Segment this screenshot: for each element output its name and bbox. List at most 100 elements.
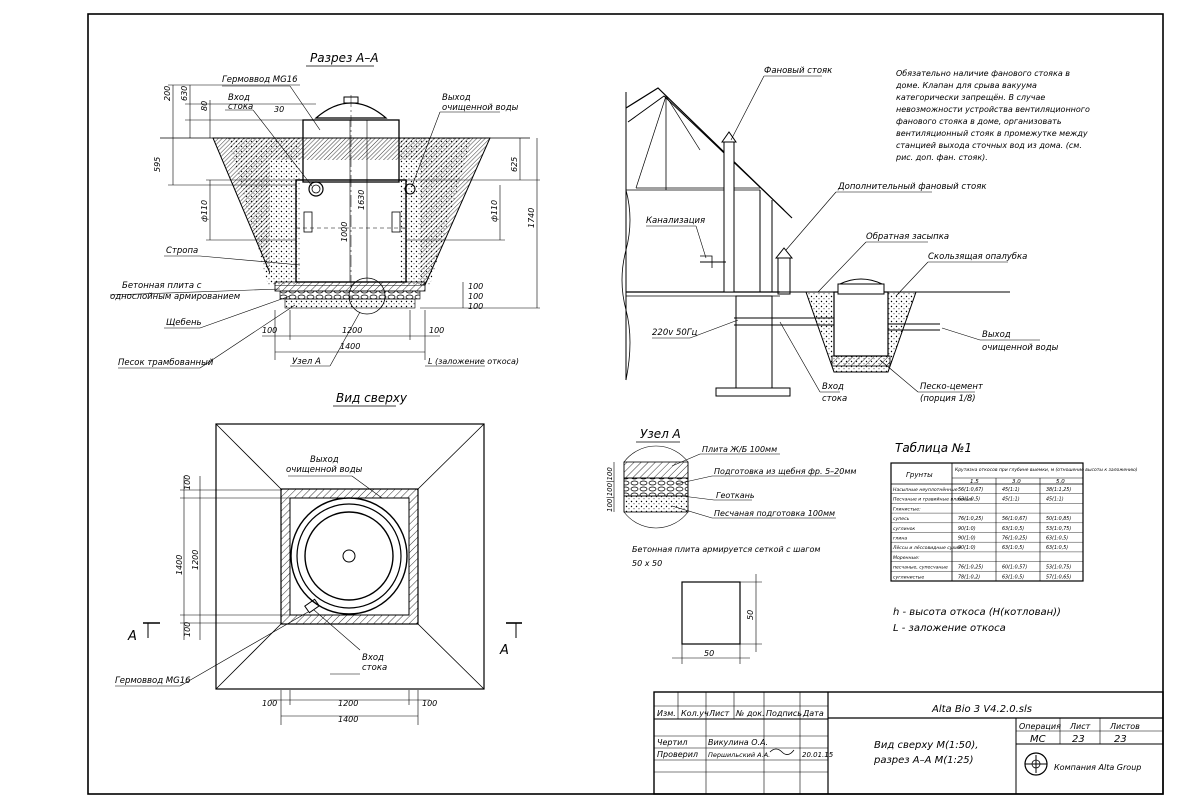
- label-plita-1: Бетонная плита с: [122, 281, 202, 291]
- plan-label-outlet-1: Выход: [310, 455, 339, 465]
- label-sand-cement-1: Песко-цемент: [920, 382, 984, 392]
- note-line-1: Обязательно наличие фанового стояка в: [896, 69, 1070, 78]
- table-cell: 57(1:0,65): [1046, 574, 1071, 580]
- table-cell: 56(1:0,67): [1002, 516, 1027, 522]
- note-line-8: рис. доп. фан. стояк).: [895, 153, 988, 162]
- stamp-h-kol: Кол.уч: [681, 709, 709, 718]
- mesh-dim-v: 50: [746, 610, 755, 620]
- table-row-name: суглинок: [893, 527, 915, 532]
- table-cell: 76(1:0,25): [958, 516, 983, 522]
- node-sand: [623, 495, 689, 513]
- stamp-h-oper: Операция: [1019, 722, 1061, 731]
- gravel-layer: [279, 290, 421, 300]
- table-cell: 90(1:0): [958, 536, 976, 542]
- label-uzel-a: Узел А: [292, 357, 321, 367]
- stamp-h-sheets: Листов: [1109, 722, 1140, 731]
- stamp-h-izm: Изм.: [657, 709, 676, 718]
- top-view: Вид сверху A A 100 1400: [115, 391, 522, 725]
- inlet-plan: [304, 598, 320, 614]
- mesh-note-2: 50 x 50: [632, 559, 662, 568]
- node-layer-geotextile: Геоткань: [716, 491, 755, 500]
- table-cell: 76(1:0,25): [958, 565, 983, 571]
- table-cell: 45(1:1): [1046, 497, 1064, 503]
- dim-w1200: 1200: [342, 326, 362, 335]
- table-cell: 78(1:0,2): [958, 574, 980, 580]
- table-row-name: Глинистые:: [893, 506, 921, 512]
- table-cell: 90(1:0): [958, 545, 976, 551]
- sheet-frame: [87, 13, 1164, 795]
- dim-625: 625: [510, 157, 519, 172]
- stamp-sheets: 23: [1114, 734, 1127, 745]
- label-outlet-1: Выход: [442, 93, 471, 103]
- sand-layer: [284, 298, 416, 309]
- dim-200: 200: [163, 86, 172, 101]
- label-sand-cement-2: (порция 1/8): [920, 394, 976, 404]
- label-fan-stack: Фановый стояк: [764, 66, 833, 76]
- top-view-title: Вид сверху: [336, 391, 408, 405]
- dim-1000: 1000: [340, 222, 349, 242]
- label-house-inlet-2: стока: [822, 394, 847, 404]
- table-cell: 45(1:1): [1002, 497, 1020, 503]
- node-layer-slab: Плита Ж/Б 100мм: [702, 445, 777, 454]
- stamp-h-data: Дата: [802, 709, 824, 718]
- table-header-span: Крутизна откосов при глубине выемки, м (…: [955, 467, 1138, 473]
- fan-note: Обязательно наличие фанового стояка в до…: [895, 69, 1090, 162]
- table-cell: 63(1:0,5): [1002, 545, 1024, 551]
- label-house-outlet-2: очищенной воды: [982, 343, 1059, 353]
- label-outlet-2: очищенной воды: [442, 103, 519, 113]
- label-backfill: Обратная засыпка: [866, 232, 949, 242]
- stamp-desc-1: Вид сверху М(1:50),: [874, 740, 978, 751]
- note-line-3: категорически запрещён. В случае: [896, 93, 1045, 102]
- label-additional-fan-stack: Дополнительный фановый стояк: [837, 182, 987, 192]
- dim-v-1400: 1400: [175, 555, 184, 575]
- legend-h: h - высота откоса (Н(котлован)): [893, 607, 1061, 618]
- dim-100-c: 100: [468, 302, 483, 311]
- dim-h-1200: 1200: [338, 699, 358, 708]
- table-sub-2: 3.0: [1012, 479, 1021, 485]
- label-inlet-2: стока: [228, 102, 253, 112]
- table-row-name: Песчаные и гравийные влажные: [893, 497, 973, 503]
- section-aa: Разрез А–А: [109, 51, 540, 369]
- stamp-h-list: Лист: [708, 709, 730, 718]
- table-cell: 76(1:0,25): [1002, 536, 1027, 542]
- stamp-h-ndok: № док.: [735, 709, 765, 718]
- dim-d110-left: ф110: [200, 200, 209, 222]
- label-sewage: Канализация: [646, 216, 705, 226]
- table-row-name: песчаные, супесчаные: [893, 566, 948, 571]
- dim-d110-right: ф110: [490, 200, 499, 222]
- mesh-note-1: Бетонная плита армируется сеткой с шагом: [632, 545, 820, 554]
- tank-plan-outer: [290, 497, 408, 615]
- table-cell: 63(1:0,5): [1002, 526, 1024, 532]
- inlet-pipe: [308, 181, 324, 197]
- mesh-dim-h: 50: [704, 649, 714, 658]
- dim-80: 80: [200, 101, 209, 111]
- stamp-sheet: 23: [1072, 734, 1085, 745]
- table-row-name: Моренные:: [893, 555, 920, 561]
- plan-label-inlet-2: стока: [362, 663, 387, 673]
- dim-w100-left: 100: [262, 326, 277, 335]
- table-cell: 38(1:1,25): [1046, 487, 1071, 493]
- stamp-title: Alta Bio 3 V4.2.0.sls: [931, 704, 1032, 715]
- node-layer-sand: Песчаная подготовка 100мм: [714, 509, 835, 518]
- table-cell: 56(1:0,67): [958, 487, 983, 493]
- label-germovvod: Гермоввод MG16: [222, 75, 298, 85]
- l-label: L (заложение откоса): [428, 357, 519, 366]
- section-mark-a-left: A: [127, 629, 137, 644]
- node-a-title: Узел А: [640, 427, 681, 441]
- table-cell: 63(1:0,5): [958, 497, 980, 503]
- node-gravel: [623, 477, 689, 497]
- label-scheben: Щебень: [166, 318, 202, 328]
- note-line-6: вентиляционный стояк в промежутке между: [896, 129, 1088, 138]
- table-cell: 90(1:0): [958, 526, 976, 532]
- table-row-name: супесь: [893, 517, 910, 522]
- stamp-h-podp: Подпись: [766, 709, 802, 718]
- table-cell: 63(1:0,5): [1046, 536, 1068, 542]
- legend-l: L - заложение откоса: [893, 623, 1006, 634]
- stamp-r2-role: Проверил: [657, 750, 698, 759]
- outlet-pipe: [404, 183, 416, 195]
- stamp-r1-name: Викулина О.А.: [708, 738, 768, 747]
- node-layer-gravel: Подготовка из щебня фр. 5–20мм: [714, 467, 856, 476]
- dim-595: 595: [153, 157, 162, 172]
- note-line-4: невозможности устройства вентиляционного: [896, 105, 1090, 114]
